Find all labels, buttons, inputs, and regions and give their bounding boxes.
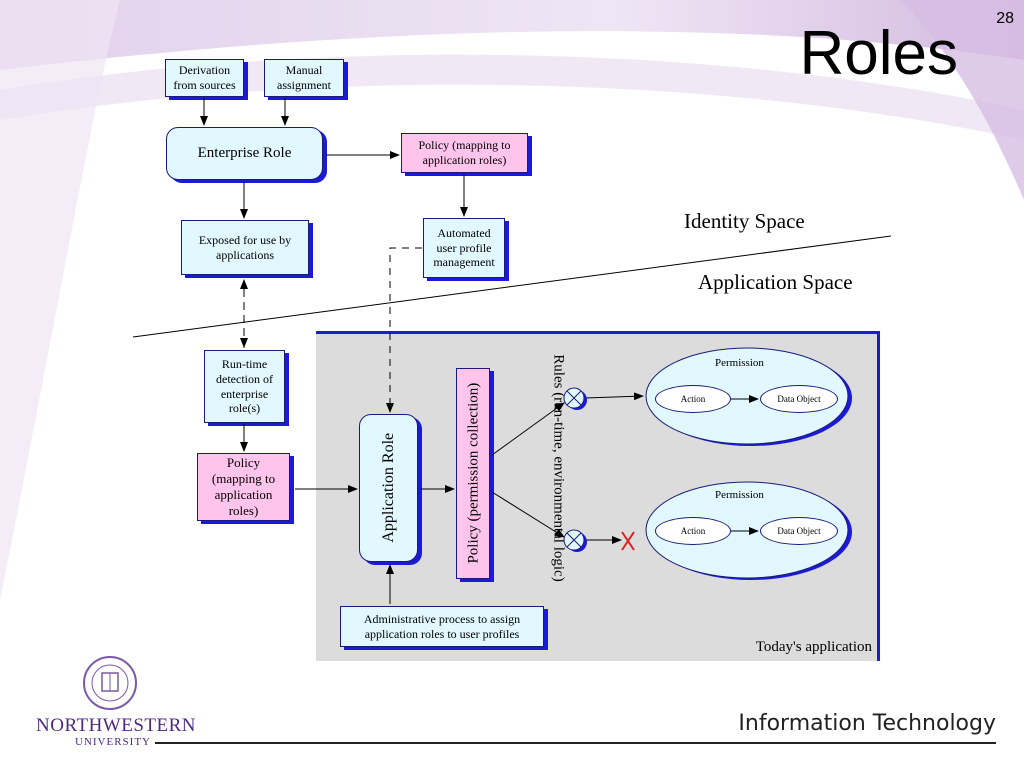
- identity-space-label: Identity Space: [684, 209, 805, 233]
- todays-application-label: Today's application: [755, 639, 872, 655]
- manual-assignment-box: Manual assignment: [264, 59, 344, 97]
- deny-x: [621, 531, 635, 551]
- permission-1-title: Permission: [715, 357, 764, 369]
- slide-title: Roles: [799, 19, 958, 88]
- university-subtitle: UNIVERSITY: [75, 736, 151, 748]
- permission-2-data-object: Data Object: [760, 517, 838, 545]
- permission-1-data-object: Data Object: [760, 385, 838, 413]
- gate-1: [563, 387, 587, 410]
- enterprise-role-box: Enterprise Role: [166, 127, 323, 180]
- runtime-detection-box: Run-time detection of enterprise role(s): [204, 350, 285, 423]
- permission-ellipse-1: [645, 347, 849, 445]
- permission-ellipse-2: [645, 481, 849, 579]
- permission-2-action: Action: [655, 517, 731, 545]
- northwestern-seal: [83, 656, 137, 710]
- derivation-box: Derivation from sources: [165, 59, 244, 97]
- policy-collection-box: Policy (permission collection): [456, 368, 490, 579]
- department-label: Information Technology: [738, 711, 996, 736]
- application-role-box: Application Role: [359, 414, 418, 562]
- policy-mapping-left-box: Policy (mapping to application roles): [197, 453, 290, 521]
- university-name: NORTHWESTERN: [36, 715, 197, 736]
- gate-2: [563, 529, 587, 552]
- permission-1-action: Action: [655, 385, 731, 413]
- automated-profile-box: Automated user profile management: [423, 218, 505, 278]
- page-number: 28: [996, 10, 1014, 27]
- permission-2-title: Permission: [715, 489, 764, 501]
- policy-mapping-top-box: Policy (mapping to application roles): [401, 133, 528, 173]
- admin-process-box: Administrative process to assign applica…: [340, 606, 544, 647]
- exposed-box: Exposed for use by applications: [181, 220, 309, 275]
- footer-rule: [155, 742, 996, 744]
- application-space-label: Application Space: [698, 270, 853, 294]
